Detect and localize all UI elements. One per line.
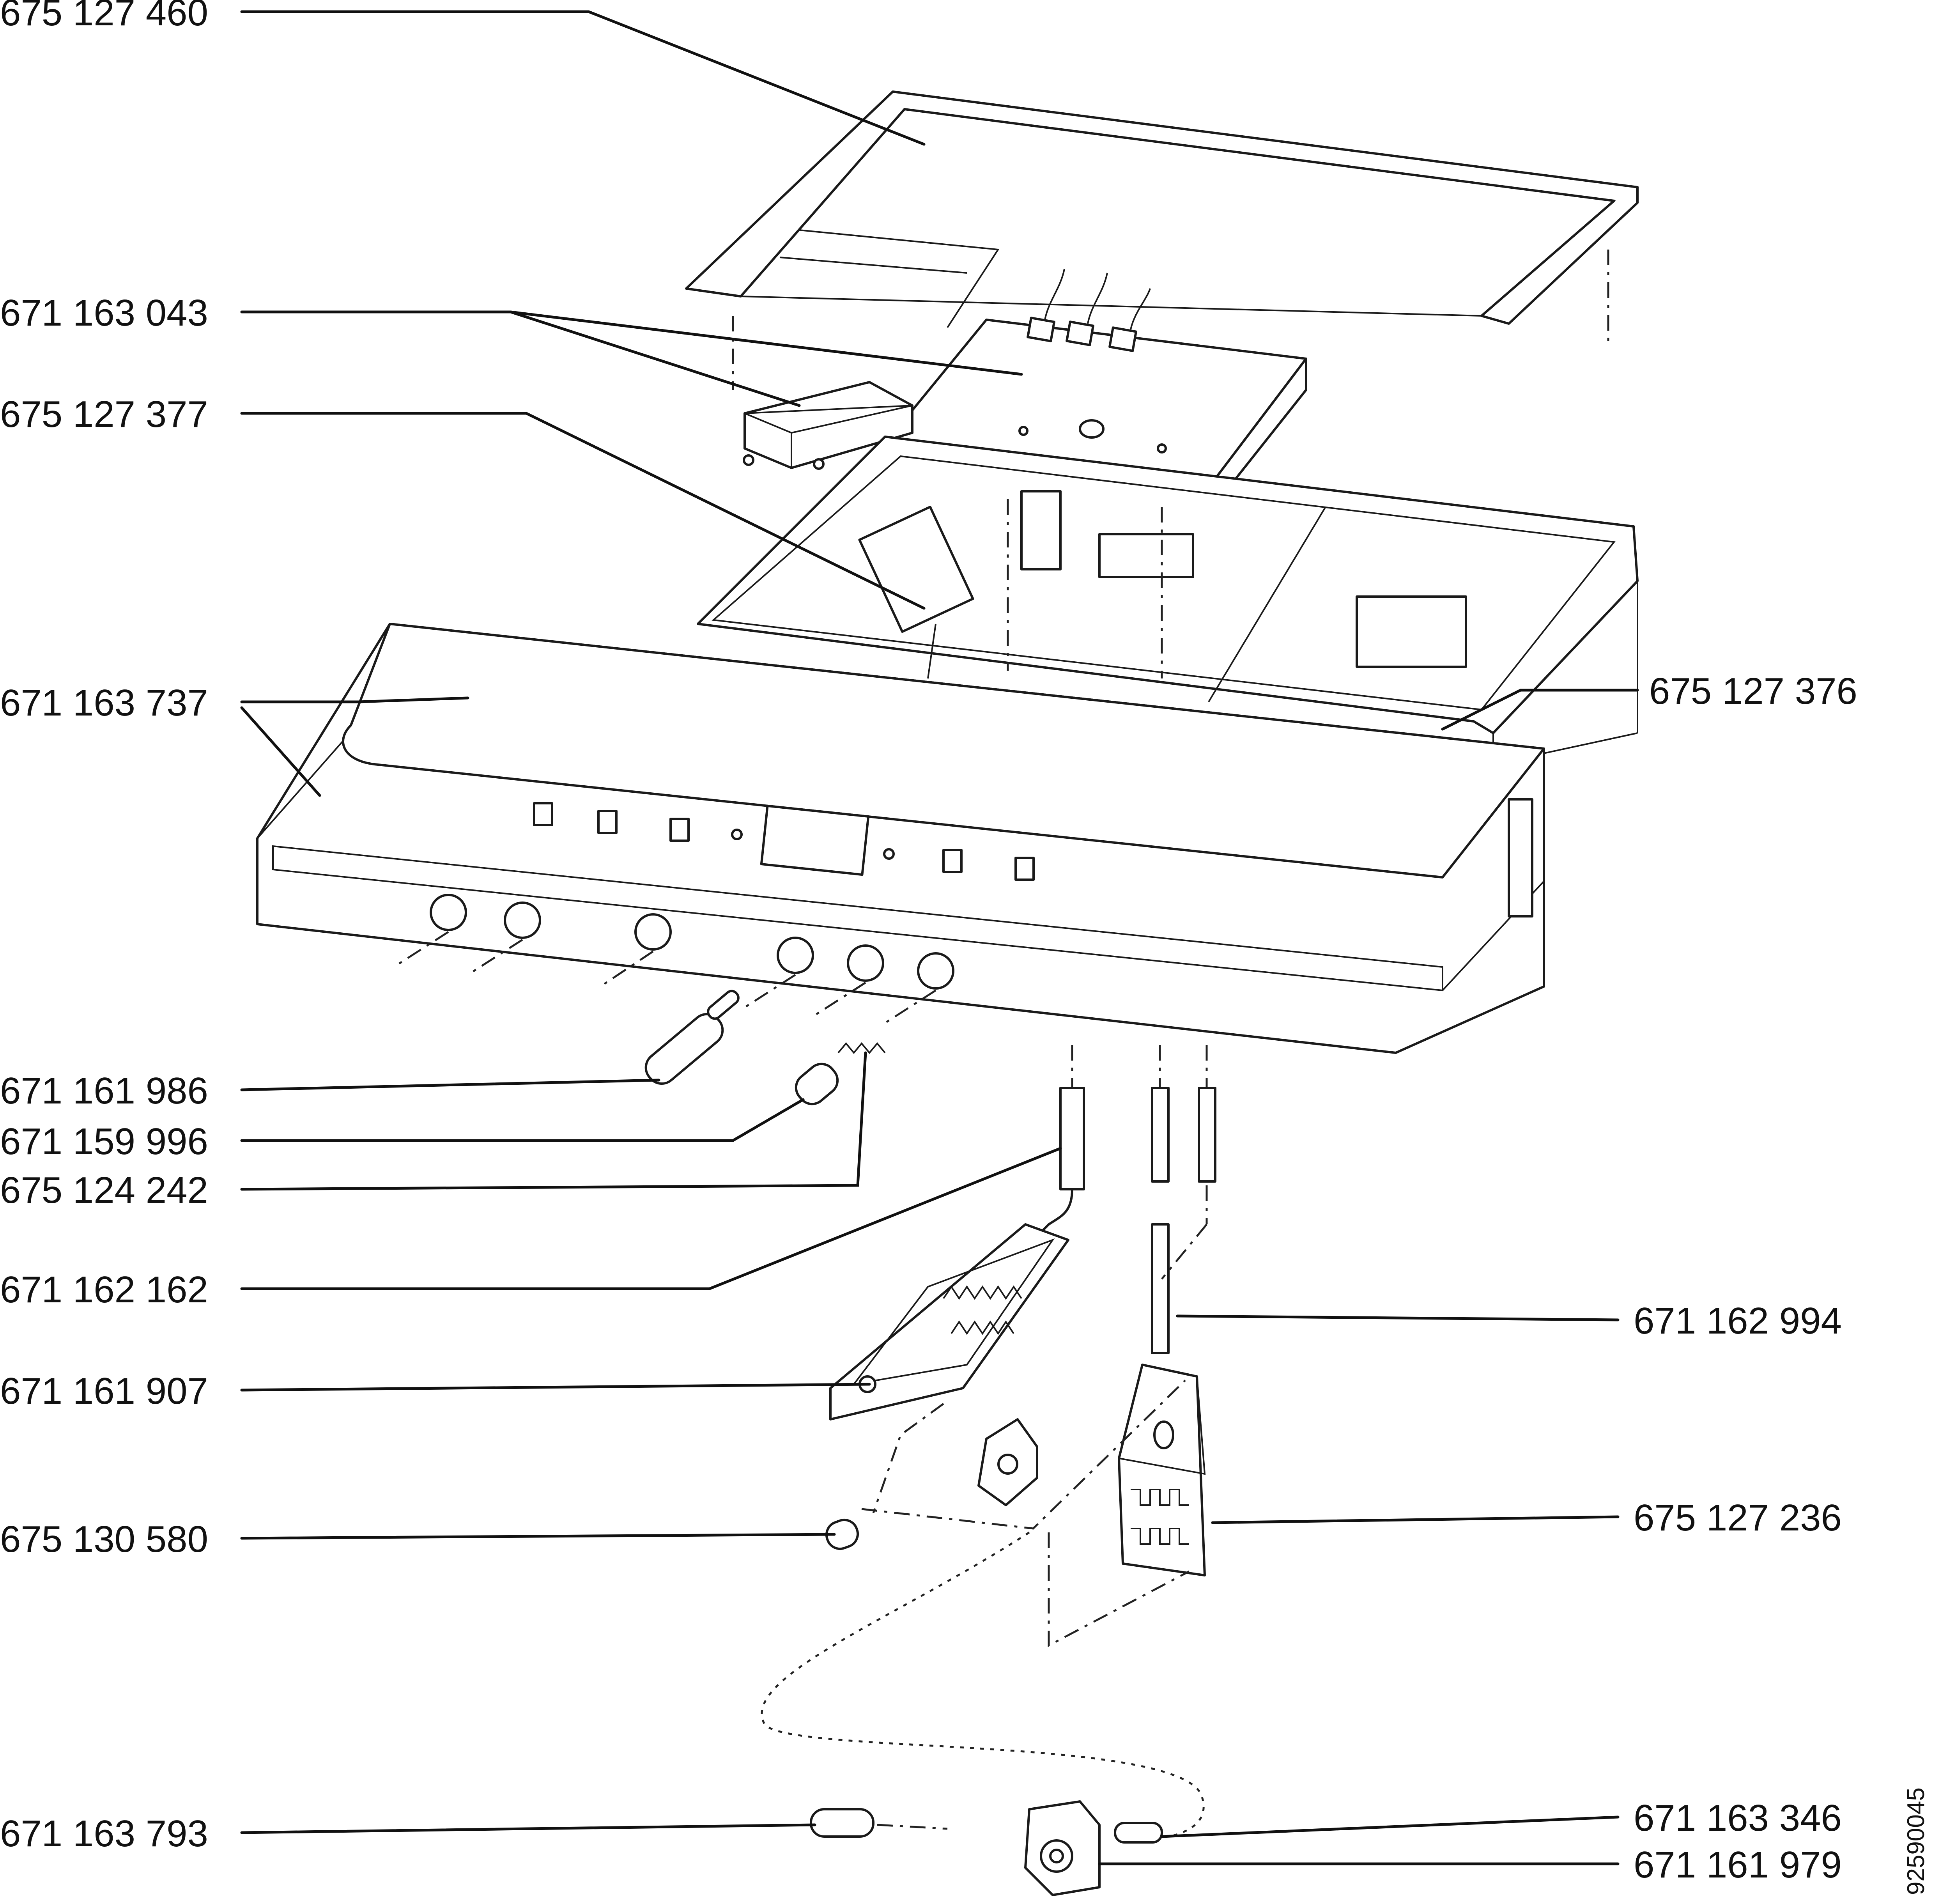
- part-label: 671 161 907: [0, 1370, 208, 1412]
- circuit-board-illustration: [880, 269, 1307, 504]
- part-label: 671 159 996: [0, 1121, 208, 1162]
- part-label: 675 124 242: [0, 1169, 208, 1211]
- knob-illustration: [644, 990, 886, 1105]
- drawing-number: 92590045: [1903, 1787, 1929, 1895]
- heater-element-illustration: [829, 1045, 1085, 1420]
- bottom-bracket-illustration: [761, 1531, 1205, 1896]
- part-label: 675 127 377: [0, 393, 208, 435]
- rod-illustration: [1151, 1045, 1216, 1354]
- part-label: 671 162 994: [1634, 1300, 1842, 1342]
- part-label: 671 163 737: [0, 682, 208, 724]
- part-label: 671 163 043: [0, 292, 208, 334]
- part-labels: 675 127 460 671 163 043 675 127 377 671 …: [0, 0, 1857, 1886]
- leader-lines: [240, 10, 1639, 1865]
- control-panel-illustration: [256, 623, 1545, 1054]
- terminal-block-illustration: [1118, 1364, 1206, 1576]
- part-label: 671 163 346: [1634, 1797, 1842, 1839]
- part-label: 671 162 162: [0, 1269, 208, 1311]
- part-label: 671 163 793: [0, 1813, 208, 1854]
- part-label: 675 127 376: [1649, 670, 1857, 712]
- part-label: 671 161 979: [1634, 1844, 1842, 1886]
- part-label: 675 127 460: [0, 0, 208, 34]
- part-label: 675 127 236: [1634, 1497, 1842, 1539]
- switch-block-illustration: [743, 381, 913, 470]
- part-label: 675 130 580: [0, 1518, 208, 1560]
- part-label: 671 161 986: [0, 1070, 208, 1112]
- top-cover-illustration: [685, 90, 1639, 390]
- clip-illustration: [825, 1380, 1190, 1647]
